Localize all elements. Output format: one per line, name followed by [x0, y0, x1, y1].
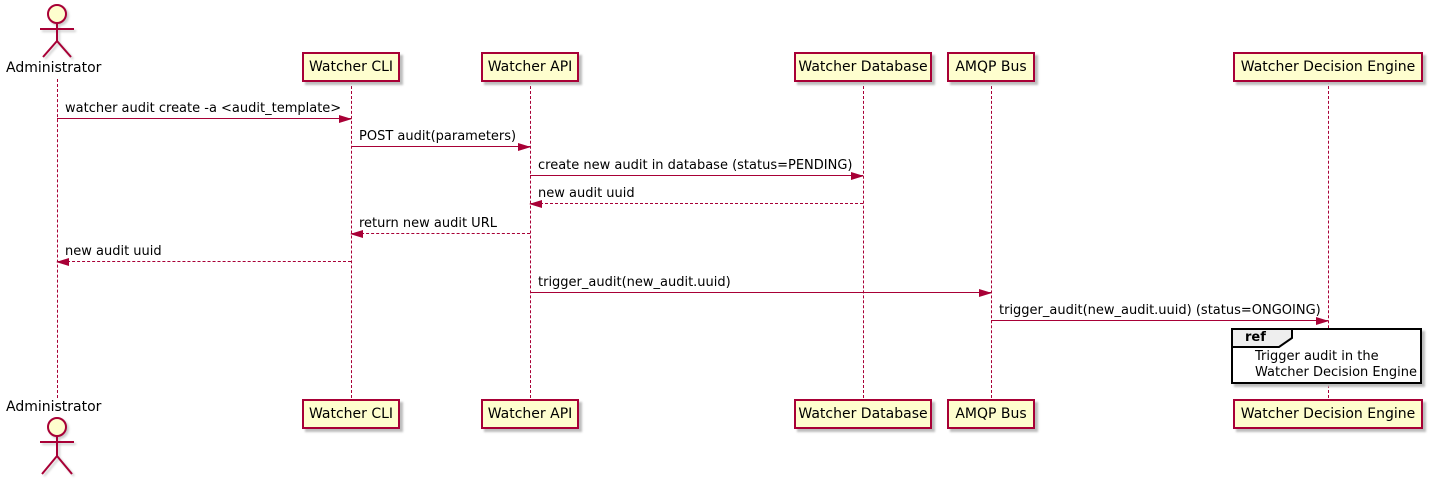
participant-name: Watcher Database [798, 59, 928, 75]
lifeline-watcher-database [863, 81, 864, 398]
participant-bottom-amqp-bus: AMQP Bus [947, 399, 1035, 429]
participant-name: Watcher Database [798, 406, 928, 422]
ref-text-line: Watcher Decision Engine [1255, 365, 1417, 380]
arrowhead-left-icon [529, 199, 542, 208]
message-4: new audit uuid [529, 186, 863, 208]
participant-name: AMQP Bus [955, 406, 1027, 422]
participant-top-amqp-bus: AMQP Bus [947, 52, 1035, 82]
participant-name: Watcher API [487, 406, 573, 422]
message-line [991, 320, 1328, 321]
message-label: create new audit in database (status=PEN… [538, 158, 853, 173]
ref-text-line: Trigger audit in the [1255, 349, 1379, 364]
arrowhead-left-icon [350, 229, 363, 238]
message-line [351, 233, 530, 234]
administrator-actor-icon-bottom [40, 417, 74, 475]
participant-top-watcher-decision-engine: Watcher Decision Engine [1233, 52, 1423, 82]
arrowhead-right-icon [339, 114, 352, 123]
participant-bottom-watcher-api: Watcher API [481, 399, 579, 429]
participant-top-watcher-api: Watcher API [481, 52, 579, 82]
message-line [351, 146, 530, 147]
message-2: POST audit(parameters) [351, 129, 531, 151]
participant-name: Watcher Decision Engine [1240, 59, 1416, 75]
participant-bottom-watcher-cli: Watcher CLI [302, 399, 400, 429]
message-line [530, 292, 991, 293]
participant-name: Watcher API [487, 59, 573, 75]
administrator-label-bottom: Administrator [6, 399, 102, 415]
message-label: trigger_audit(new_audit.uuid) [538, 275, 731, 290]
arrowhead-left-icon [56, 257, 69, 266]
message-line [530, 203, 863, 204]
arrowhead-right-icon [518, 142, 531, 151]
lifeline-watcher-decision-engine [1328, 81, 1329, 398]
participant-name: Watcher Decision Engine [1240, 406, 1416, 422]
participant-name: Watcher CLI [308, 406, 394, 422]
participant-bottom-watcher-database: Watcher Database [794, 399, 932, 429]
message-label: watcher audit create -a <audit_template> [65, 101, 342, 116]
message-label: new audit uuid [65, 244, 162, 259]
ref-tab-icon [1231, 328, 1293, 348]
administrator-actor-icon [40, 4, 74, 58]
administrator-label-top: Administrator [6, 60, 102, 76]
lifeline-watcher-cli [351, 81, 352, 398]
message-line [57, 118, 351, 119]
ref-text: Trigger audit in the Watcher Decision En… [1255, 349, 1417, 381]
participant-bottom-watcher-decision-engine: Watcher Decision Engine [1233, 399, 1423, 429]
lifeline-amqp-bus [991, 81, 992, 398]
message-1: watcher audit create -a <audit_template> [57, 101, 352, 123]
arrowhead-right-icon [1316, 316, 1329, 325]
message-label: new audit uuid [538, 186, 635, 201]
participant-top-watcher-database: Watcher Database [794, 52, 932, 82]
message-8: trigger_audit(new_audit.uuid) (status=ON… [991, 303, 1329, 325]
message-7: trigger_audit(new_audit.uuid) [530, 275, 992, 297]
ref-fragment: ref Trigger audit in the Watcher Decisio… [1231, 328, 1422, 384]
message-label: return new audit URL [359, 216, 497, 231]
message-3: create new audit in database (status=PEN… [530, 158, 864, 180]
message-6: new audit uuid [56, 244, 351, 266]
participant-name: Watcher CLI [308, 59, 394, 75]
participant-name: AMQP Bus [955, 59, 1027, 75]
arrowhead-right-icon [851, 171, 864, 180]
message-label: POST audit(parameters) [359, 129, 517, 144]
arrowhead-right-icon [979, 288, 992, 297]
ref-keyword: ref [1245, 330, 1266, 345]
lifeline-administrator [57, 79, 58, 398]
participant-top-watcher-cli: Watcher CLI [302, 52, 400, 82]
message-line [57, 261, 351, 262]
message-label: trigger_audit(new_audit.uuid) (status=ON… [999, 303, 1321, 318]
message-line [530, 175, 863, 176]
message-5: return new audit URL [350, 216, 530, 238]
lifeline-watcher-api [530, 81, 531, 398]
